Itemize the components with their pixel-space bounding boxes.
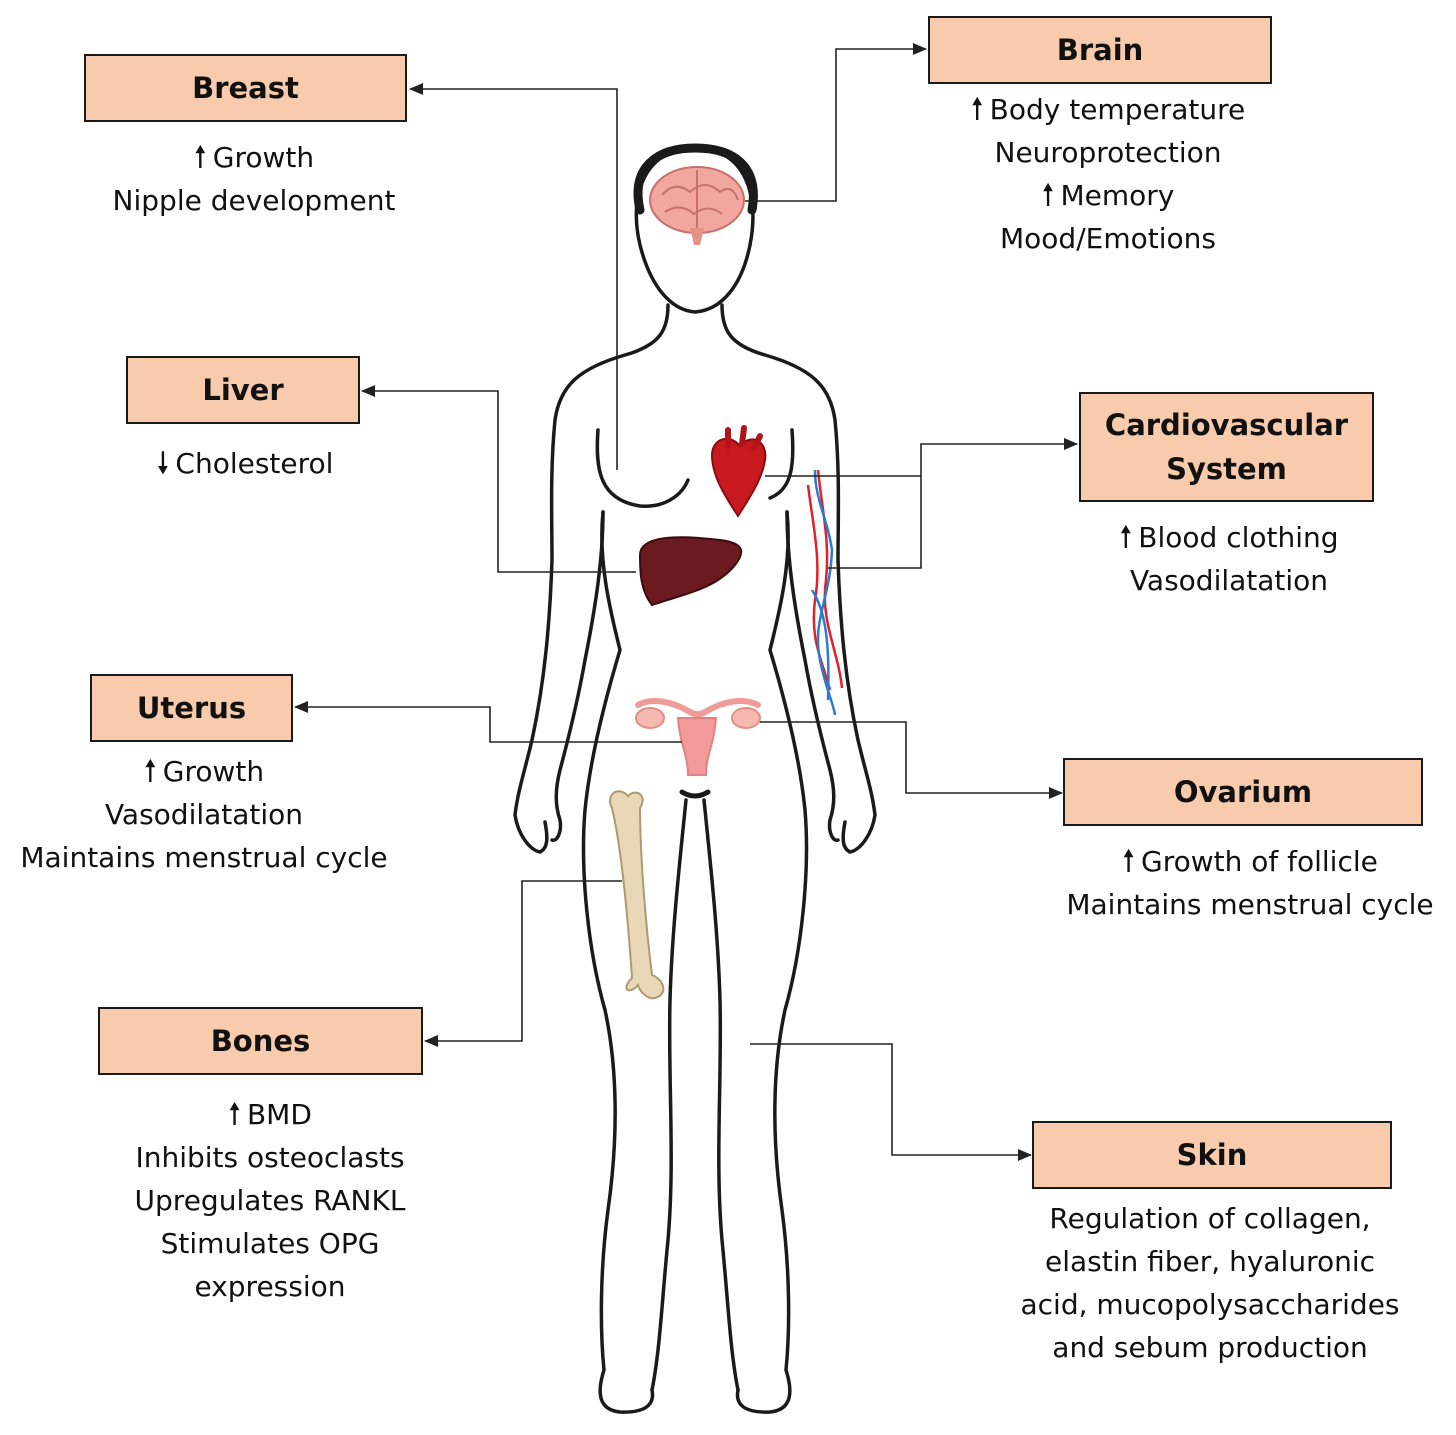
uterus-effect-1: 🠕Growth	[4, 750, 404, 793]
bones-effect-3: Upregulates RANKL	[134, 1184, 406, 1217]
breast-effect-2: Nipple development	[112, 184, 396, 217]
uterus-box: Uterus	[90, 674, 293, 742]
skin-box: Skin	[1032, 1121, 1392, 1189]
femur-bone-icon	[609, 790, 665, 1000]
bones-effect-4: Stimulates OPG	[160, 1227, 380, 1260]
brain-effect-1: 🠕Body temperature	[928, 88, 1288, 131]
breast-box: Breast	[84, 54, 407, 122]
up-arrow-icon: 🠕	[228, 1097, 241, 1132]
bones-title: Bones	[210, 1024, 311, 1058]
bones-effect-2: Inhibits osteoclasts	[135, 1141, 405, 1174]
cardiovascular-title-line-1: Cardiovascular	[1104, 408, 1349, 442]
skin-effect-2: elastin fiber, hyaluronic	[1044, 1245, 1376, 1278]
bones-effect-1: 🠕BMD	[90, 1093, 450, 1136]
uterus-title: Uterus	[136, 691, 247, 725]
cardiovascular-effect-2: Vasodilatation	[1129, 564, 1329, 597]
brain-box: Brain	[928, 16, 1272, 84]
brain-icon	[649, 166, 745, 245]
connector-lines	[294, 43, 1078, 1161]
breast-title: Breast	[192, 71, 299, 105]
blood-vessels-icon	[806, 469, 844, 716]
cardiovascular-title-line-2: System	[1166, 452, 1287, 486]
liver-icon	[638, 536, 743, 607]
liver-effects: 🠗Cholesterol	[100, 442, 390, 485]
liver-effect-1: 🠗Cholesterol	[100, 442, 390, 485]
breast-effects: 🠕Growth Nipple development	[84, 136, 424, 222]
up-arrow-icon: 🠕	[1041, 178, 1055, 213]
bones-box: Bones	[98, 1007, 423, 1075]
skin-effect-4: and sebum production	[1052, 1331, 1368, 1364]
bones-effect-5: expression	[194, 1270, 346, 1303]
cardiovascular-box: Cardiovascular System	[1079, 392, 1374, 502]
cardiovascular-effects: 🠕Blood clothing Vasodilatation	[1079, 516, 1379, 602]
uterus-icon	[635, 697, 761, 776]
bones-effects: 🠕BMD Inhibits osteoclasts Upregulates RA…	[90, 1093, 450, 1308]
ovarium-effects: 🠕Growth of follicle Maintains menstrual …	[1050, 840, 1450, 926]
up-arrow-icon: 🠕	[1122, 844, 1135, 879]
uterus-effect-3: Maintains menstrual cycle	[20, 841, 388, 874]
liver-box: Liver	[126, 356, 360, 424]
up-arrow-icon: 🠕	[1119, 520, 1133, 555]
skin-effects: Regulation of collagen, elastin fiber, h…	[1000, 1197, 1420, 1369]
skin-title: Skin	[1176, 1138, 1248, 1172]
body-outline	[513, 143, 877, 1414]
brain-title: Brain	[1056, 33, 1144, 67]
liver-title: Liver	[202, 373, 284, 407]
cardiovascular-effect-1: 🠕Blood clothing	[1079, 516, 1379, 559]
ovarium-box: Ovarium	[1063, 758, 1423, 826]
ovarium-title: Ovarium	[1173, 775, 1313, 809]
breast-effect-1: 🠕Growth	[84, 136, 424, 179]
up-arrow-icon: 🠕	[193, 140, 207, 175]
uterus-effects: 🠕Growth Vasodilatation Maintains menstru…	[4, 750, 404, 879]
skin-effect-3: acid, mucopolysaccharides	[1020, 1288, 1400, 1321]
brain-effects: 🠕Body temperature Neuroprotection 🠕Memor…	[928, 88, 1288, 260]
ovarium-effect-1: 🠕Growth of follicle	[1050, 840, 1450, 883]
brain-effect-2: Neuroprotection	[994, 136, 1222, 169]
brain-effect-3: 🠕Memory	[928, 174, 1288, 217]
ovarium-effect-2: Maintains menstrual cycle	[1066, 888, 1434, 921]
up-arrow-icon: 🠕	[143, 754, 157, 789]
down-arrow-icon: 🠗	[156, 446, 170, 481]
heart-icon	[710, 425, 767, 518]
brain-effect-4: Mood/Emotions	[1000, 222, 1216, 255]
up-arrow-icon: 🠕	[970, 92, 984, 127]
skin-effect-1: Regulation of collagen,	[1049, 1202, 1371, 1235]
uterus-effect-2: Vasodilatation	[104, 798, 304, 831]
